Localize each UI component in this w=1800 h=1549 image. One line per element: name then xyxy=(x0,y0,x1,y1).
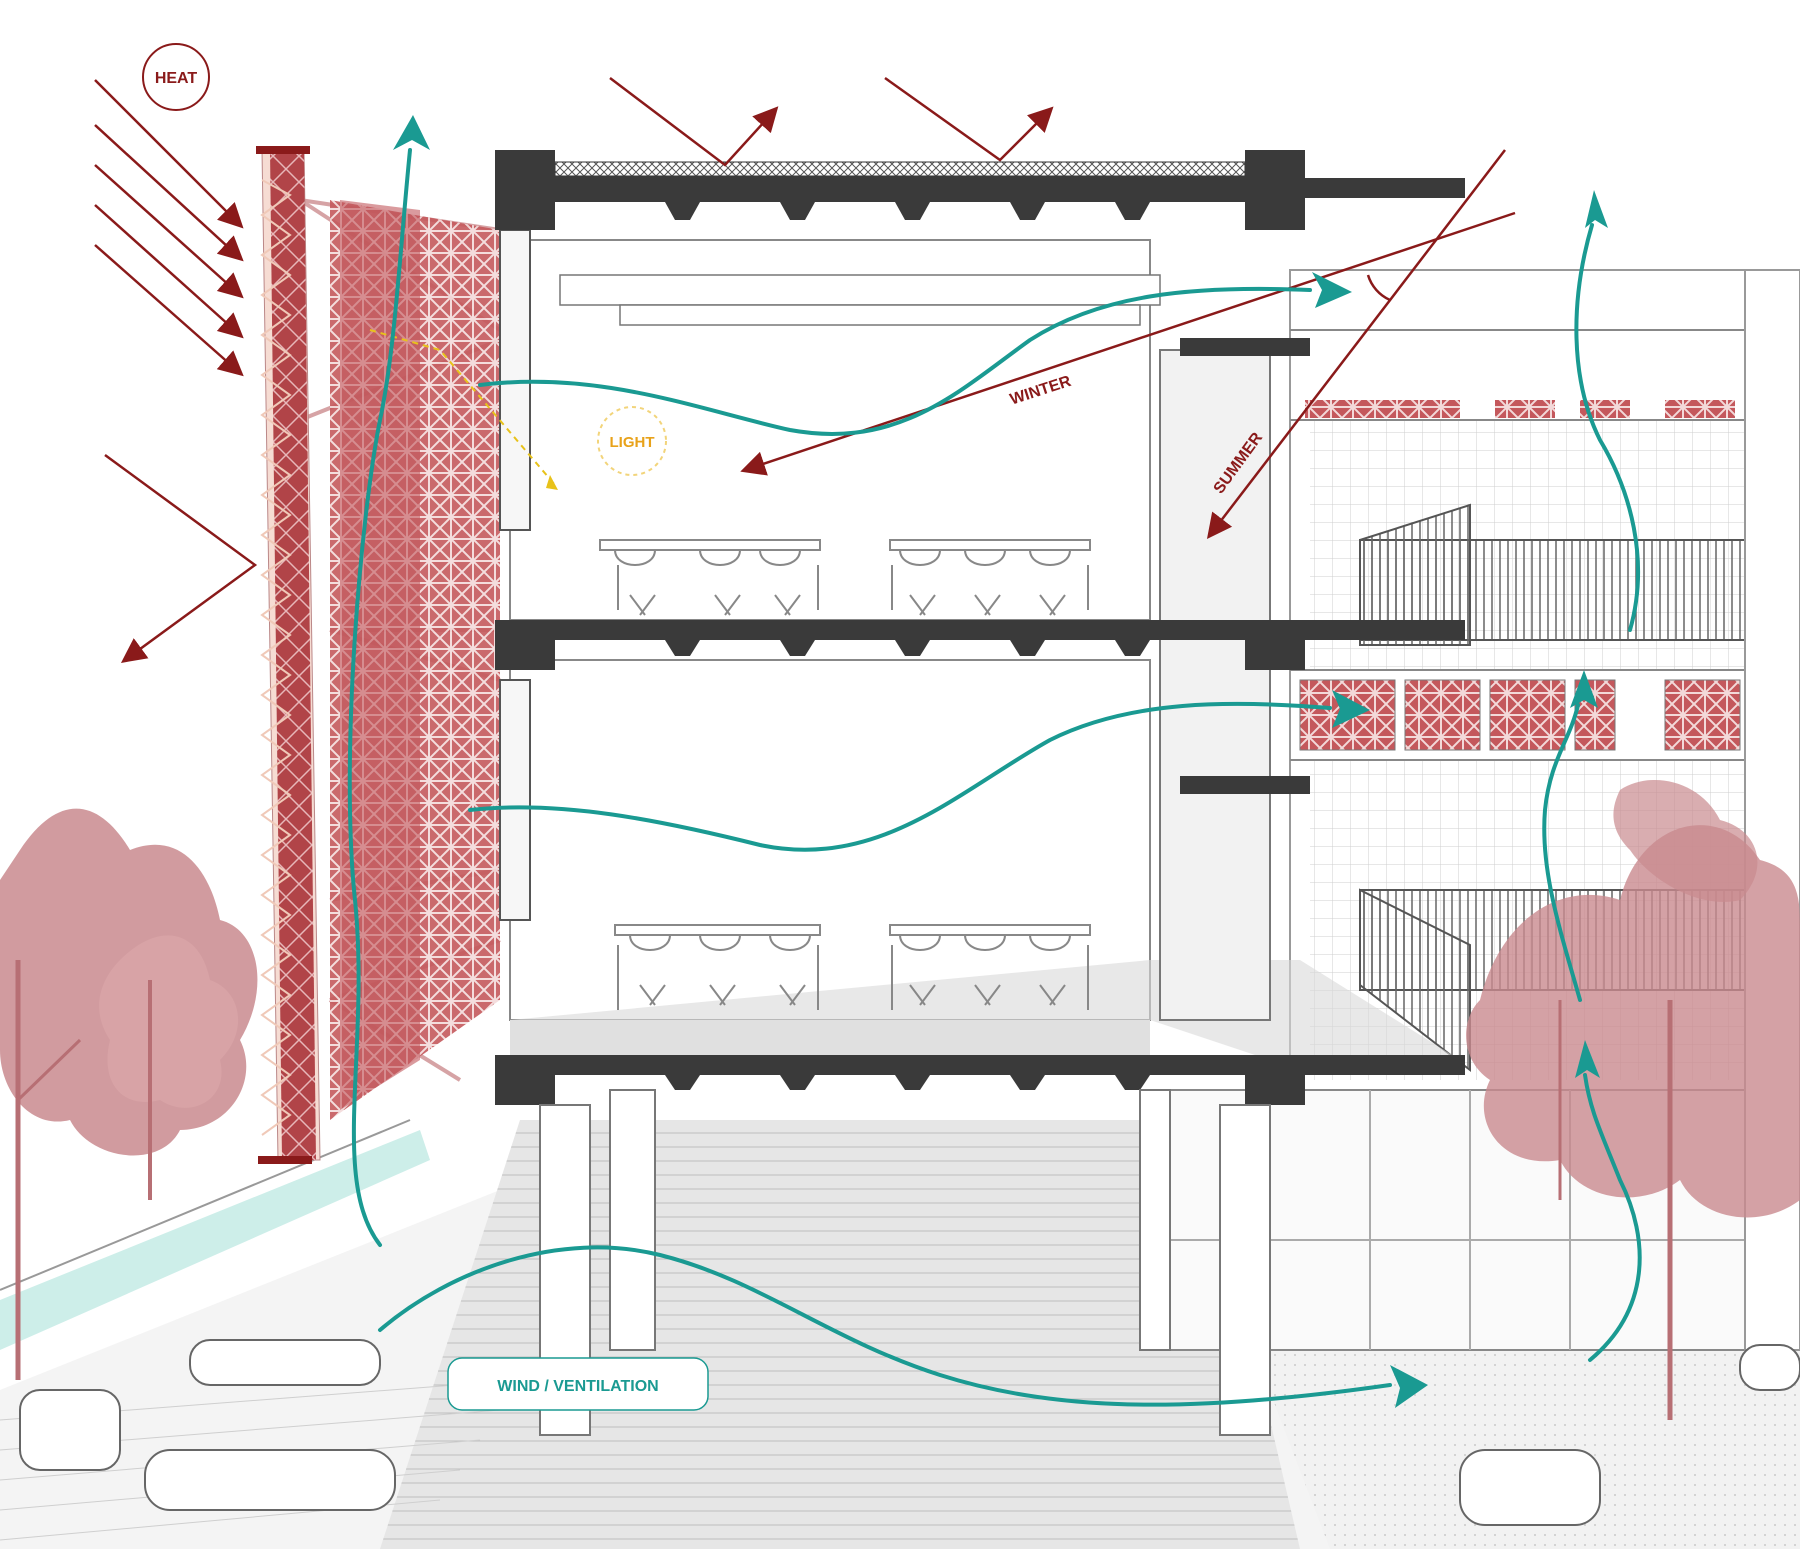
wind-arrows xyxy=(347,148,1642,1407)
light-badge: LIGHT xyxy=(597,406,667,476)
furniture xyxy=(599,539,1091,1010)
heat-icon xyxy=(142,43,210,111)
light-label: LIGHT xyxy=(610,434,655,451)
water-channel xyxy=(0,1130,430,1350)
sun-rays xyxy=(94,76,1516,663)
heat-label: HEAT xyxy=(155,70,198,87)
tree-left xyxy=(0,808,258,1380)
wind-badge: WIND / VENTILATION xyxy=(447,1357,709,1411)
wind-arrowheads xyxy=(393,115,1608,1408)
building-section xyxy=(495,150,1465,1436)
heat-badge: HEAT xyxy=(142,43,210,111)
wind-label: WIND / VENTILATION xyxy=(497,1378,658,1395)
double-skin-facade xyxy=(256,146,502,1164)
benches xyxy=(19,1339,1800,1526)
tree-right xyxy=(1466,780,1800,1420)
light-icon xyxy=(597,406,667,476)
